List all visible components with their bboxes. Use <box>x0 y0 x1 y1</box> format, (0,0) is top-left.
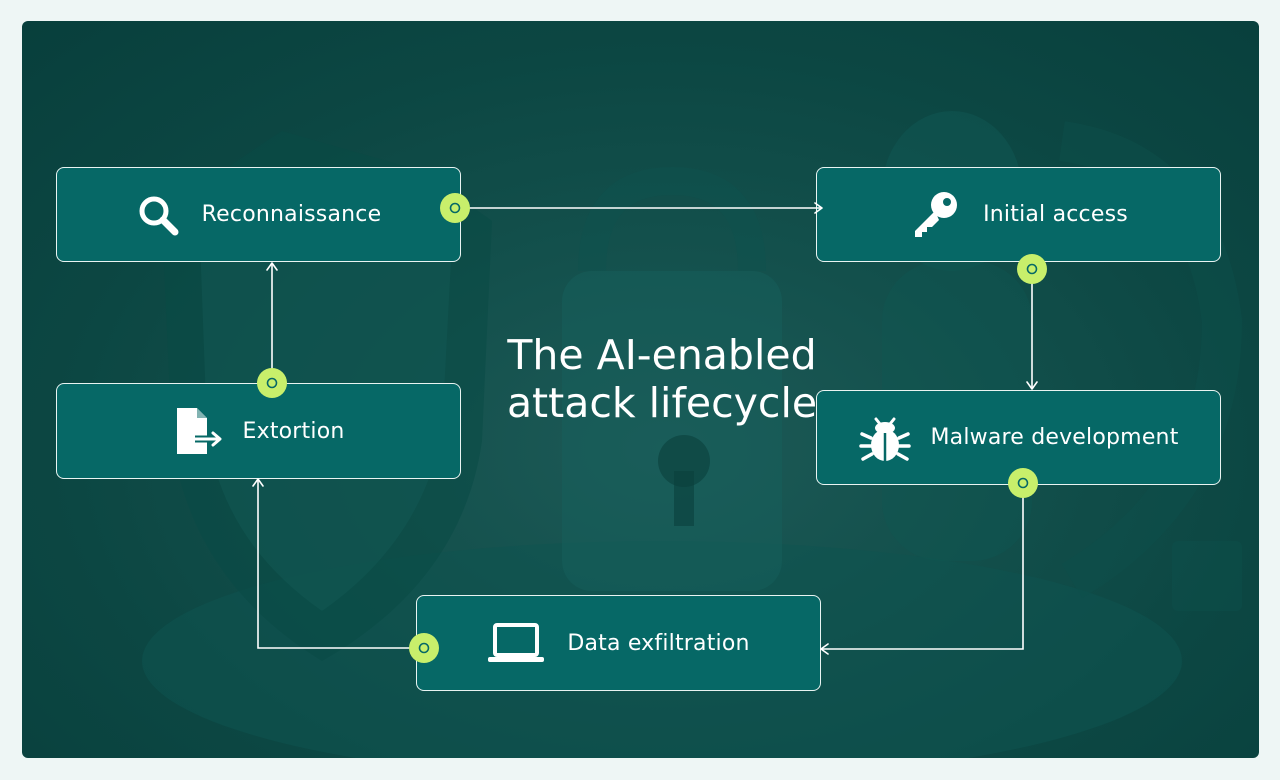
title-line-2: attack lifecycle <box>506 379 818 427</box>
node-extortion: Extortion <box>56 383 461 479</box>
diagram-title: The AI-enabled attack lifecycle <box>462 331 862 427</box>
search-icon <box>136 193 180 237</box>
node-label-initial-access: Initial access <box>983 202 1128 227</box>
node-data-exfiltration: Data exfiltration <box>416 595 821 691</box>
laptop-icon <box>487 621 545 665</box>
node-label-data-exfiltration: Data exfiltration <box>567 630 750 656</box>
file-export-icon <box>173 406 227 456</box>
key-icon <box>909 189 961 241</box>
node-label-extortion: Extortion <box>242 418 345 444</box>
title-line-1: The AI-enabled <box>507 331 817 379</box>
node-label-reconnaissance: Reconnaissance <box>201 202 382 227</box>
node-label-malware-development: Malware development <box>930 425 1179 450</box>
node-reconnaissance: Reconnaissance <box>56 167 461 262</box>
node-initial-access: Initial access <box>816 167 1221 262</box>
diagram-canvas: Reconnaissance Initial access Malware de… <box>22 21 1259 758</box>
bug-icon <box>858 411 912 465</box>
node-malware-development: Malware development <box>816 390 1221 485</box>
